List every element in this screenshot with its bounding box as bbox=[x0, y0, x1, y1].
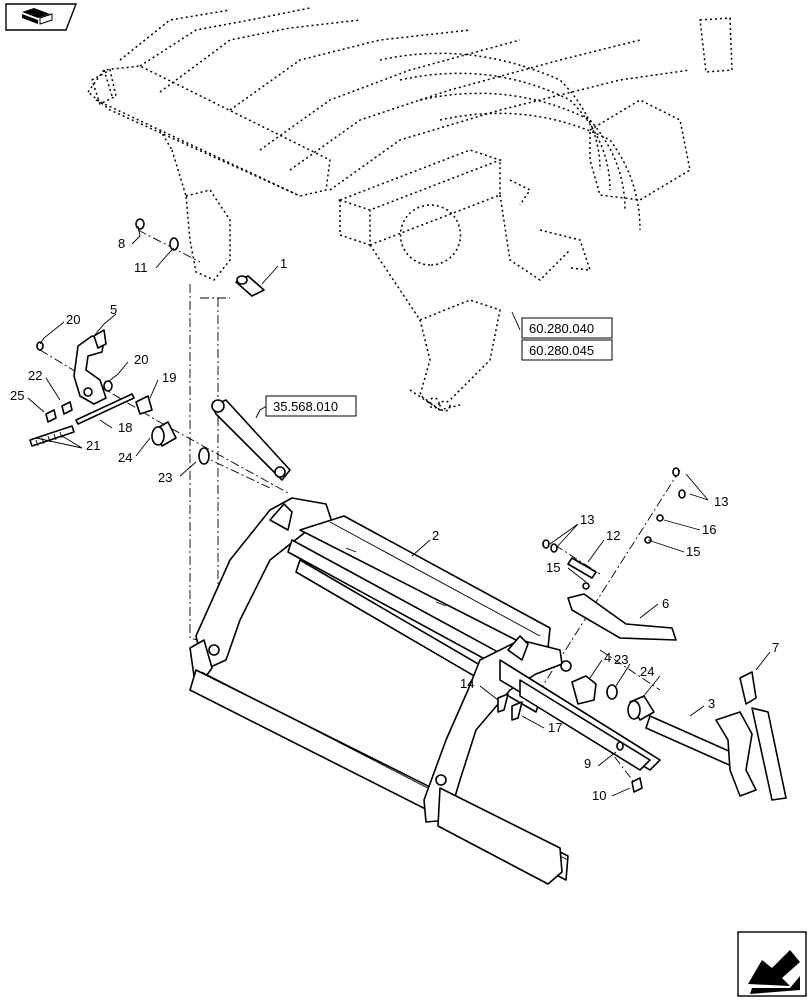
pad-part-7[interactable] bbox=[739, 671, 757, 705]
callout-20-right[interactable]: 20 bbox=[134, 352, 148, 367]
callout-6[interactable]: 6 bbox=[662, 596, 669, 611]
block-part-4[interactable] bbox=[571, 675, 597, 705]
washer-part-16[interactable] bbox=[656, 514, 664, 522]
bolt-part-14[interactable] bbox=[497, 693, 509, 713]
callout-17[interactable]: 17 bbox=[548, 720, 562, 735]
callout-24-right[interactable]: 24 bbox=[640, 664, 654, 679]
pin-part-25[interactable] bbox=[45, 409, 57, 423]
roller-part-24-left[interactable] bbox=[151, 421, 177, 447]
main-frame-part-2[interactable] bbox=[189, 497, 661, 885]
callout-leaders bbox=[27, 225, 771, 797]
callout-22[interactable]: 22 bbox=[28, 368, 42, 383]
pedal-arm-part-3[interactable] bbox=[645, 707, 787, 801]
pin-part-19[interactable] bbox=[135, 395, 153, 415]
link-assembly-35568010[interactable] bbox=[211, 399, 291, 481]
reference-box-60280040[interactable]: 60.280.040 bbox=[521, 317, 613, 339]
callout-13-right[interactable]: 13 bbox=[714, 494, 728, 509]
callout-15-left[interactable]: 15 bbox=[546, 560, 560, 575]
callout-labels: 1 2 3 4 5 6 7 8 9 10 11 12 13 13 14 15 1… bbox=[10, 236, 779, 803]
callout-12[interactable]: 12 bbox=[606, 528, 620, 543]
callout-23-left[interactable]: 23 bbox=[158, 470, 172, 485]
callout-9[interactable]: 9 bbox=[584, 756, 591, 771]
latch-part-5[interactable] bbox=[73, 329, 107, 405]
callout-23-right[interactable]: 23 bbox=[614, 652, 628, 667]
callout-18[interactable]: 18 bbox=[118, 420, 132, 435]
washer-part-11[interactable] bbox=[169, 237, 179, 251]
callout-8[interactable]: 8 bbox=[118, 236, 125, 251]
callout-15-right[interactable]: 15 bbox=[686, 544, 700, 559]
machine-frame-background bbox=[86, 7, 733, 412]
roller-part-24-right[interactable] bbox=[627, 695, 655, 721]
callout-24-left[interactable]: 24 bbox=[118, 450, 132, 465]
rod-part-18[interactable] bbox=[75, 393, 135, 425]
bolt-part-13-right[interactable] bbox=[672, 467, 686, 499]
callout-13-left[interactable]: 13 bbox=[580, 512, 594, 527]
callout-20-left[interactable]: 20 bbox=[66, 312, 80, 327]
reference-60280045[interactable]: 60.280.045 bbox=[529, 343, 594, 358]
reference-60280040[interactable]: 60.280.040 bbox=[529, 321, 594, 336]
callout-3[interactable]: 3 bbox=[708, 696, 715, 711]
reference-35568010[interactable]: 35.568.010 bbox=[273, 399, 338, 414]
callout-11[interactable]: 11 bbox=[134, 260, 148, 275]
callout-25[interactable]: 25 bbox=[10, 388, 24, 403]
plate-part-6[interactable] bbox=[567, 593, 677, 641]
callout-16[interactable]: 16 bbox=[702, 522, 716, 537]
callout-2[interactable]: 2 bbox=[432, 528, 439, 543]
callout-5[interactable]: 5 bbox=[110, 302, 117, 317]
callout-21[interactable]: 21 bbox=[86, 438, 100, 453]
reference-box-60280045[interactable]: 60.280.045 bbox=[521, 339, 613, 361]
pin-part-22[interactable] bbox=[61, 401, 73, 415]
callout-14[interactable]: 14 bbox=[460, 676, 474, 691]
nut-part-10[interactable] bbox=[631, 777, 643, 793]
pin-part-8[interactable] bbox=[135, 218, 145, 230]
spring-part-21[interactable] bbox=[29, 425, 75, 447]
callout-7[interactable]: 7 bbox=[772, 640, 779, 655]
callout-10[interactable]: 10 bbox=[592, 788, 606, 803]
next-page-arrow-icon[interactable] bbox=[737, 931, 807, 997]
callout-4[interactable]: 4 bbox=[604, 650, 611, 665]
callout-19[interactable]: 19 bbox=[162, 370, 176, 385]
pin-part-9[interactable] bbox=[616, 741, 624, 751]
washer-part-23-left[interactable] bbox=[198, 447, 210, 465]
reference-box-35568010[interactable]: 35.568.010 bbox=[265, 395, 357, 417]
washer-part-23-right[interactable] bbox=[606, 684, 618, 700]
bushing-part-20-right[interactable] bbox=[103, 380, 113, 392]
bushing-part-20-left[interactable] bbox=[36, 341, 44, 351]
pin-part-1[interactable] bbox=[235, 275, 265, 297]
assembly-centerlines bbox=[39, 229, 681, 791]
callout-1[interactable]: 1 bbox=[280, 256, 287, 271]
pin-part-12[interactable] bbox=[567, 557, 597, 579]
bolt-part-17[interactable] bbox=[511, 701, 523, 721]
bolt-part-13-left[interactable] bbox=[542, 539, 558, 553]
book-navigation-icon[interactable] bbox=[5, 3, 78, 31]
washer-part-15[interactable] bbox=[582, 536, 652, 590]
